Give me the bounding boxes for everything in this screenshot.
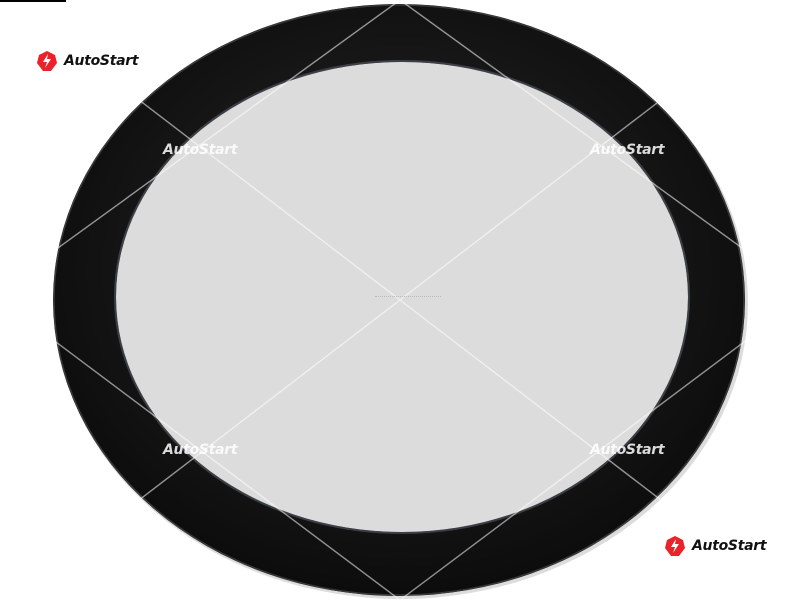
ring-shadow [54,7,748,599]
watermark-text: AutoStart [590,442,665,458]
watermark-text: AutoStart [163,442,238,458]
center-watermark [375,296,441,300]
brand-logo-top: AutoStart [36,49,139,73]
watermark-text: AutoStart [590,142,665,158]
corner-mark [0,0,66,2]
ring-outer-edge [53,4,745,596]
watermark-text: AutoStart [163,142,238,158]
brand-logo-bottom: AutoStart [664,534,767,558]
autostart-logo-icon [664,535,686,557]
ring-inner-edge [114,60,690,534]
brand-name: AutoStart [692,538,767,554]
autostart-logo-icon [36,50,58,72]
brand-name: AutoStart [64,53,139,69]
